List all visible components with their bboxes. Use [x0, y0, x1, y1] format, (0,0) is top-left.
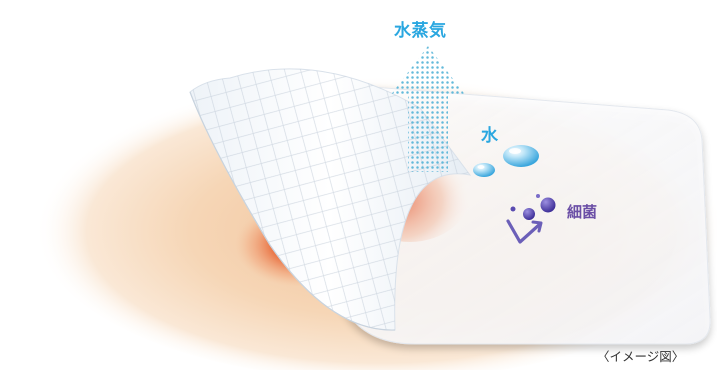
dressing-curl: [189, 68, 472, 331]
upward-dotted-arrow-icon: [390, 46, 466, 172]
water-droplet-icon: [473, 145, 539, 177]
water-label: 水: [481, 126, 498, 146]
v-block-mark-icon: [506, 219, 543, 244]
vapor-label: 水蒸気: [394, 21, 447, 41]
bacteria-label: 細菌: [567, 203, 598, 221]
bacteria-dots-icon: [510, 194, 556, 220]
image-caption: 〈イメージ図〉: [597, 349, 685, 364]
